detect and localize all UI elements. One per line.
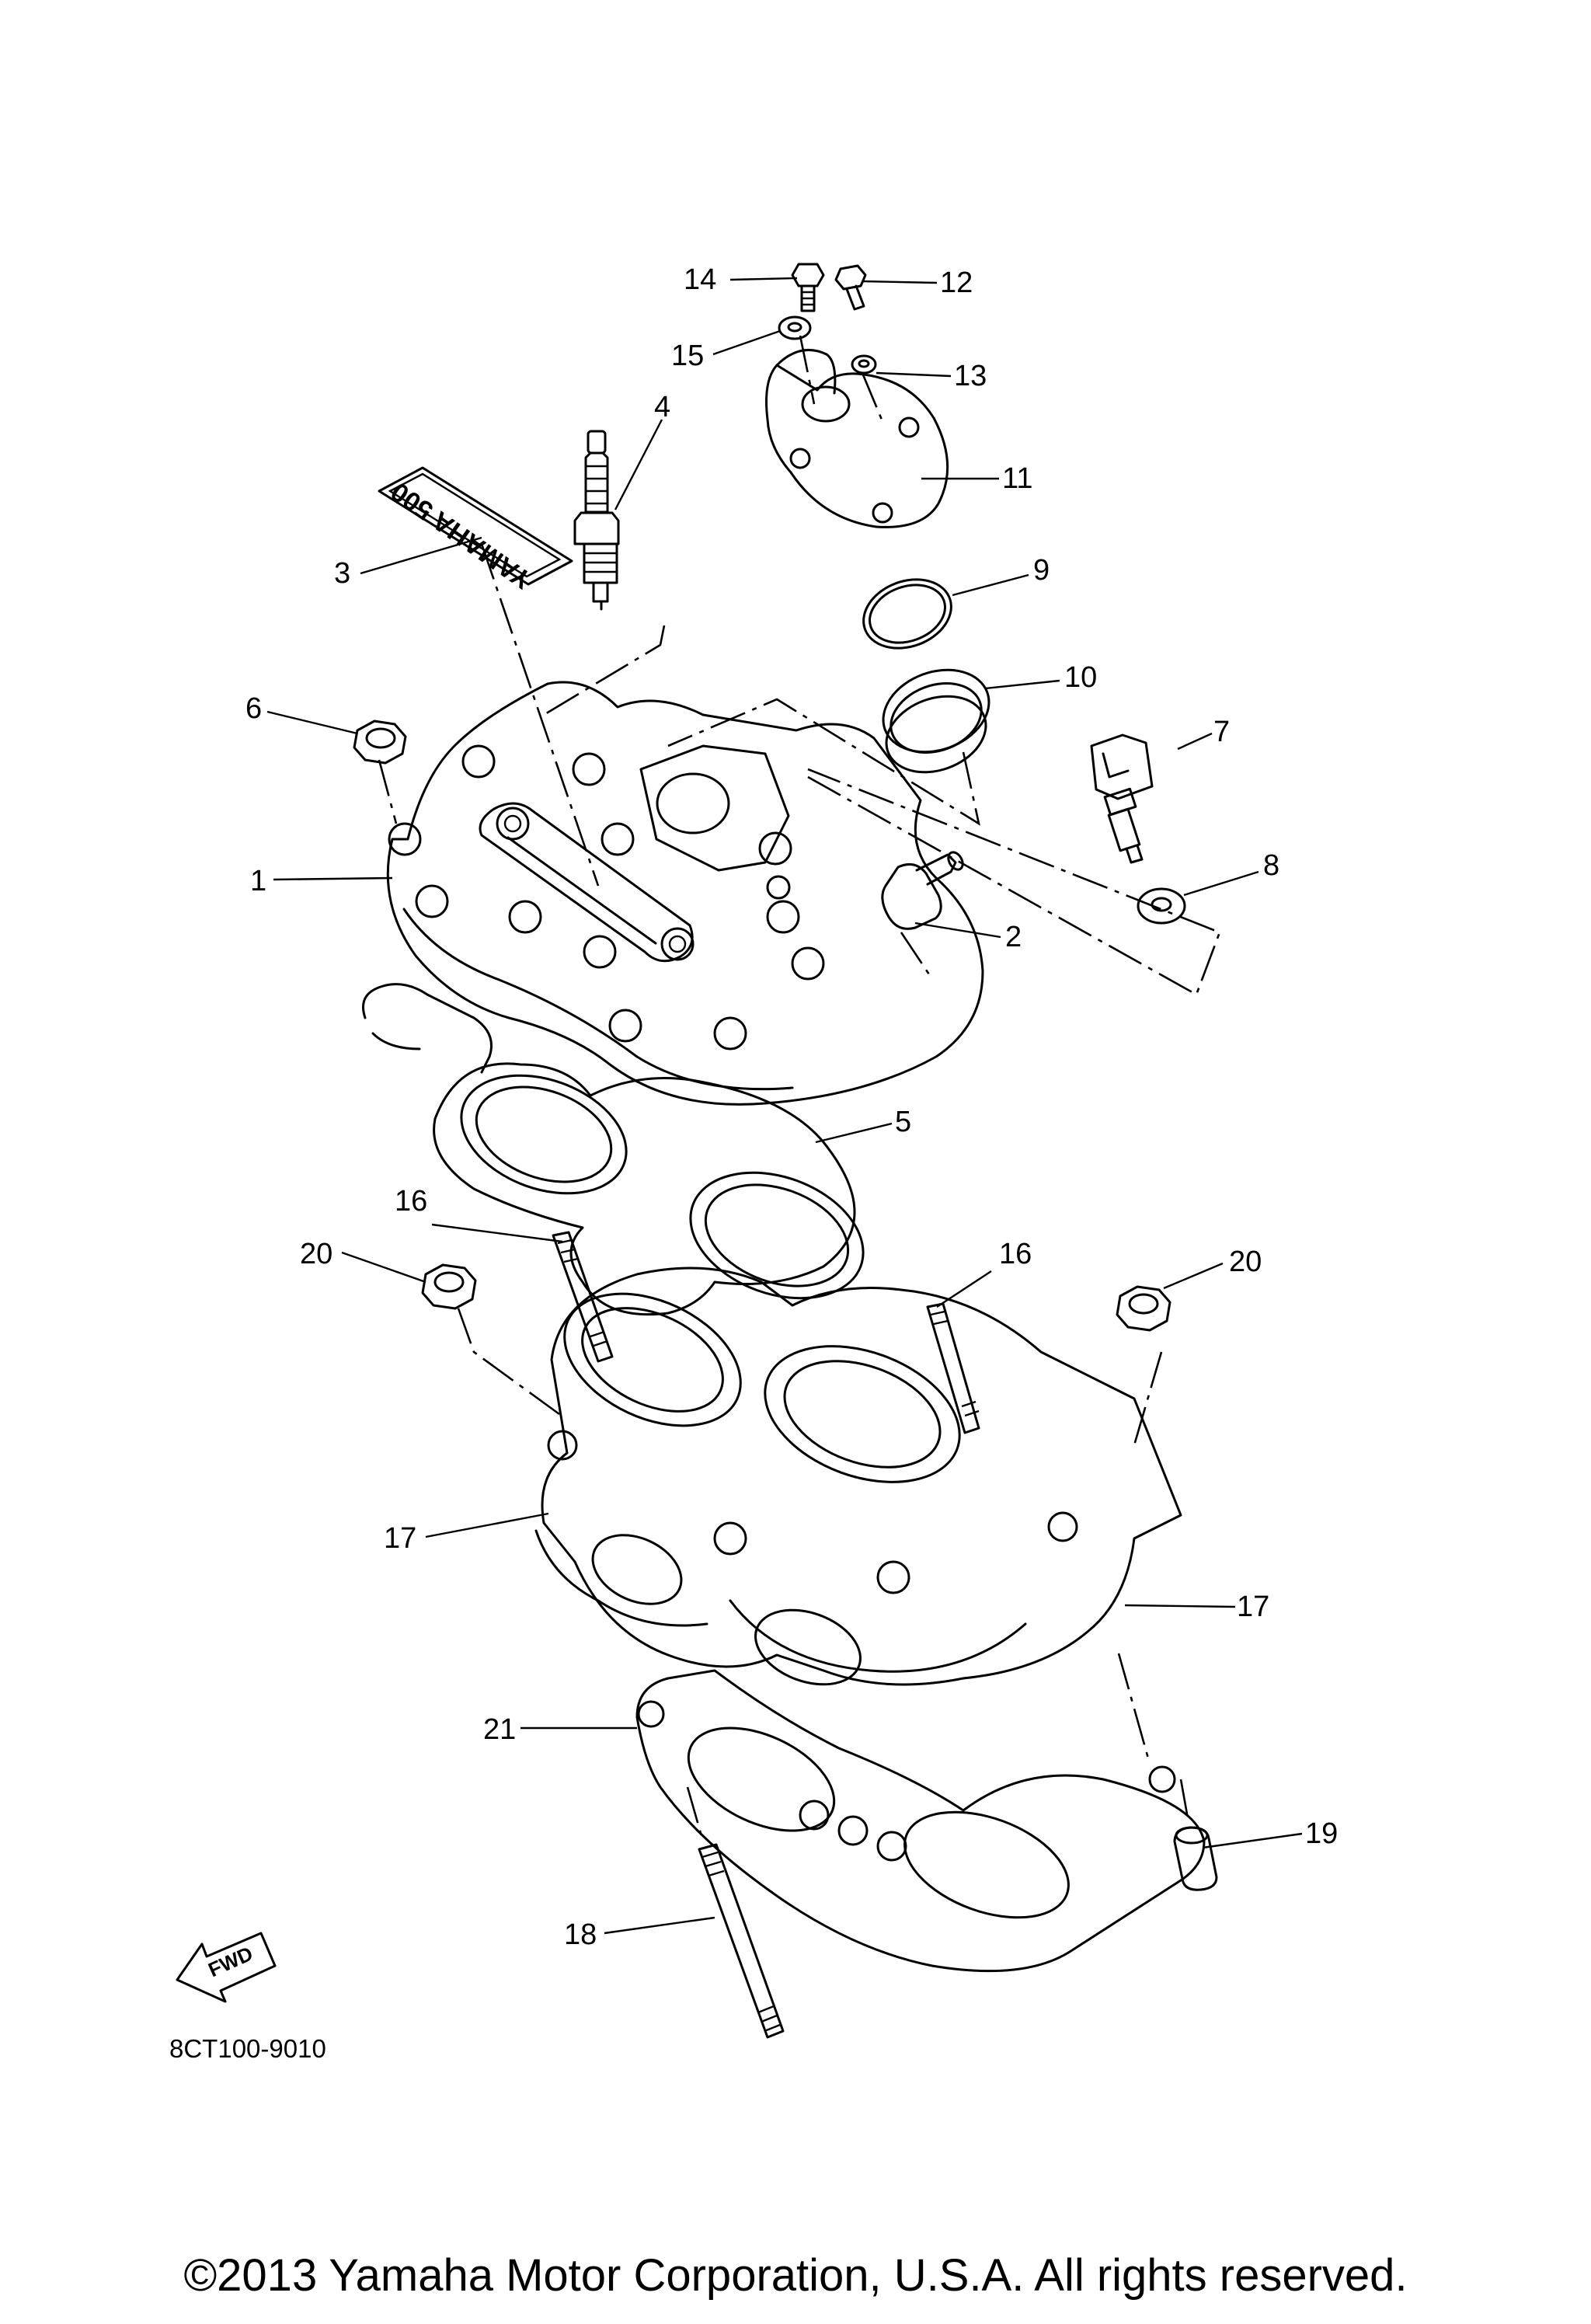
- stud-bolt-16-right: [926, 1302, 980, 1434]
- decal-3: YAMAHA 500: [378, 466, 573, 594]
- head-gasket-5: [433, 1062, 865, 1316]
- stud-bolt-16-left: [552, 1231, 614, 1363]
- stud-bolt-18: [698, 1843, 785, 2039]
- callout-19: 19: [1305, 1817, 1338, 1850]
- callout-11: 11: [1002, 462, 1032, 495]
- nut-20-right: [1116, 1285, 1171, 1332]
- decal-text: YAMAHA 500: [385, 476, 537, 594]
- nut-20-left: [421, 1263, 477, 1310]
- seal-ring-10: [882, 668, 990, 774]
- callout-16-left: 16: [395, 1185, 427, 1218]
- fwd-label: FWD: [205, 1942, 256, 1981]
- leader-lines: [266, 277, 1303, 1935]
- cylinder-head-1: [362, 681, 984, 1106]
- callout-9: 9: [1033, 554, 1050, 587]
- cylinder-block-17: [534, 1267, 1182, 1686]
- base-gasket-21: [635, 1669, 1206, 1973]
- o-ring-13: [851, 354, 877, 375]
- assembly-lines: [378, 335, 1221, 1842]
- bolt-12: [834, 264, 867, 311]
- part-code: 8CT100-9010: [169, 2034, 326, 2063]
- thermostat-cover-11: [765, 348, 949, 528]
- callout-16-right: 16: [999, 1238, 1032, 1270]
- callout-labels: 14 12 15 13 4 11 9 3 10 6 7 8 1 2 5 16 1…: [245, 263, 1338, 1951]
- callout-20-right: 20: [1229, 1246, 1262, 1278]
- elbow-fitting-2: [881, 851, 964, 930]
- callout-20-left: 20: [300, 1238, 332, 1270]
- callout-21: 21: [483, 1713, 516, 1746]
- callout-1: 1: [250, 865, 266, 897]
- callout-18: 18: [564, 1918, 597, 1951]
- copyright-footer: ©2013 Yamaha Motor Corporation, U.S.A. A…: [183, 2250, 1408, 2301]
- callout-13: 13: [954, 360, 987, 392]
- callout-6: 6: [245, 692, 262, 725]
- bolt-14: [791, 263, 825, 312]
- callout-4: 4: [654, 391, 670, 423]
- callout-2: 2: [1005, 921, 1022, 953]
- washer-15: [778, 315, 812, 340]
- fwd-arrow-icon: FWD: [176, 1932, 277, 2003]
- dowel-pin-19: [1173, 1826, 1218, 1891]
- callout-15: 15: [671, 340, 704, 372]
- callout-17-left: 17: [384, 1522, 416, 1555]
- callout-7: 7: [1213, 716, 1230, 748]
- washer-8: [1137, 887, 1186, 925]
- temperature-sensor-7: [1090, 733, 1154, 864]
- callout-5: 5: [895, 1106, 911, 1138]
- callout-3: 3: [334, 557, 350, 590]
- callout-12: 12: [940, 267, 973, 299]
- callout-17-right: 17: [1237, 1591, 1269, 1623]
- callout-8: 8: [1263, 849, 1279, 882]
- spark-plug-4: [573, 430, 620, 611]
- nut-6: [353, 719, 407, 765]
- callout-14: 14: [684, 263, 716, 296]
- callout-10: 10: [1064, 661, 1097, 694]
- o-ring-9: [862, 578, 952, 650]
